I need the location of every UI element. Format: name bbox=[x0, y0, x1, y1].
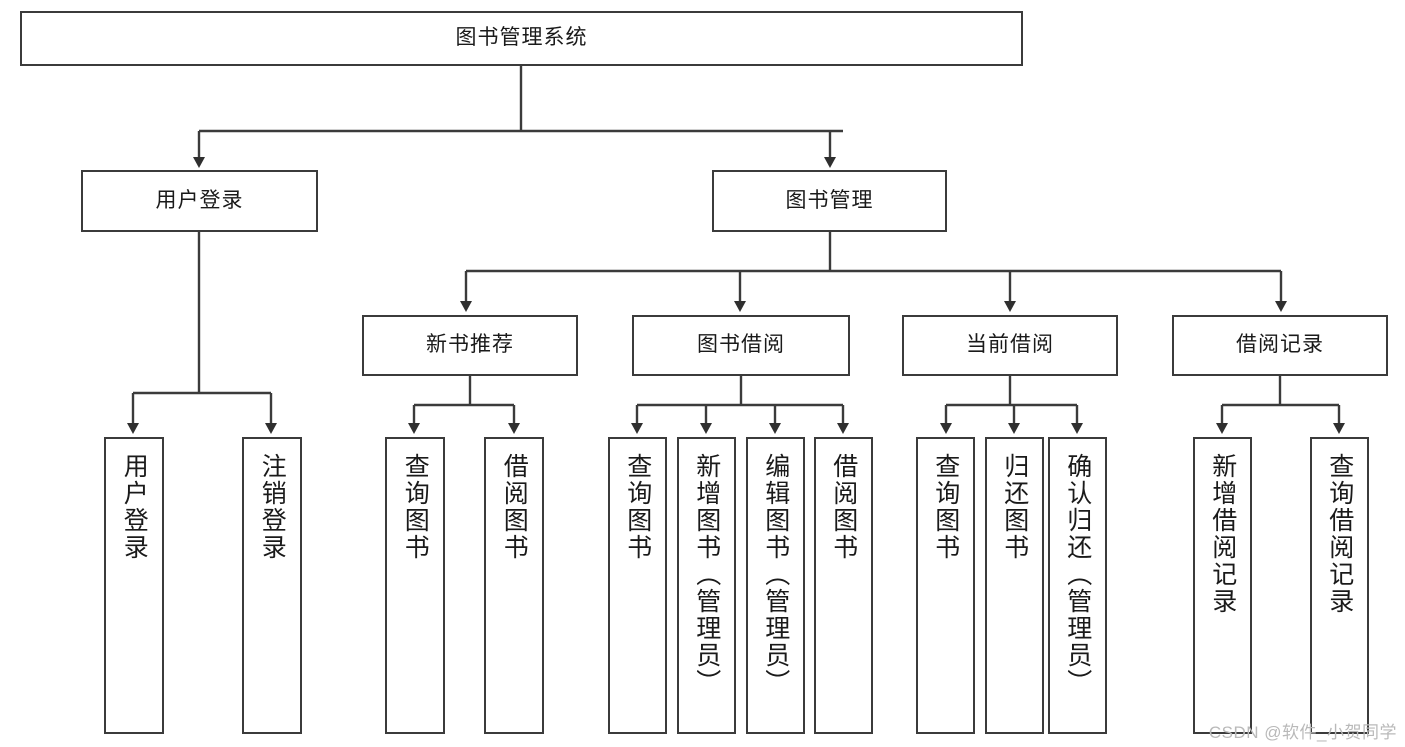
node-label: 用户登录 bbox=[120, 453, 149, 561]
leaf-new-book-borrow-book[interactable]: 借阅图书 bbox=[484, 437, 544, 734]
leaf-book-borrow-query-book[interactable]: 查询图书 bbox=[608, 437, 667, 734]
node-label: 查询图书 bbox=[401, 453, 430, 561]
leaf-book-borrow-add-book-admin[interactable]: 新增图书（管理员） bbox=[677, 437, 736, 734]
node-label: 编辑图书（管理员） bbox=[761, 453, 790, 696]
leaf-user-login-login[interactable]: 用户登录 bbox=[104, 437, 164, 734]
node-label: 注销登录 bbox=[258, 453, 287, 561]
node-new-book-recommend[interactable]: 新书推荐 bbox=[362, 315, 578, 376]
leaf-new-book-query-book[interactable]: 查询图书 bbox=[385, 437, 445, 734]
node-label: 查询图书 bbox=[931, 453, 960, 561]
node-book-management[interactable]: 图书管理 bbox=[712, 170, 947, 232]
node-label: 借阅图书 bbox=[500, 453, 529, 561]
node-borrow-records[interactable]: 借阅记录 bbox=[1172, 315, 1388, 376]
node-label: 当前借阅 bbox=[966, 333, 1054, 357]
node-label: 图书管理系统 bbox=[455, 26, 588, 50]
csdn-watermark: CSDN @软件_小贺同学 bbox=[1208, 723, 1397, 742]
leaf-book-borrow-edit-book-admin[interactable]: 编辑图书（管理员） bbox=[746, 437, 805, 734]
leaf-current-borrow-confirm-return-admin[interactable]: 确认归还（管理员） bbox=[1048, 437, 1107, 734]
node-label: 新增借阅记录 bbox=[1208, 453, 1237, 615]
leaf-borrow-records-add-record[interactable]: 新增借阅记录 bbox=[1193, 437, 1252, 734]
node-book-borrow[interactable]: 图书借阅 bbox=[632, 315, 850, 376]
leaf-current-borrow-return-book[interactable]: 归还图书 bbox=[985, 437, 1044, 734]
node-label: 新书推荐 bbox=[426, 333, 514, 357]
node-label: 图书借阅 bbox=[697, 333, 785, 357]
node-label: 归还图书 bbox=[1000, 453, 1029, 561]
node-label: 新增图书（管理员） bbox=[692, 453, 721, 696]
leaf-user-login-logout[interactable]: 注销登录 bbox=[242, 437, 302, 734]
node-current-borrow[interactable]: 当前借阅 bbox=[902, 315, 1118, 376]
node-label: 查询图书 bbox=[623, 453, 652, 561]
node-label: 确认归还（管理员） bbox=[1063, 453, 1092, 696]
node-user-login[interactable]: 用户登录 bbox=[81, 170, 318, 232]
node-label: 借阅图书 bbox=[829, 453, 858, 561]
leaf-borrow-records-query-record[interactable]: 查询借阅记录 bbox=[1310, 437, 1369, 734]
node-label: 查询借阅记录 bbox=[1325, 453, 1354, 615]
leaf-current-borrow-query-book[interactable]: 查询图书 bbox=[916, 437, 975, 734]
node-label: 用户登录 bbox=[155, 188, 244, 212]
node-label: 借阅记录 bbox=[1236, 333, 1324, 357]
node-label: 图书管理 bbox=[785, 188, 874, 212]
leaf-book-borrow-borrow-book[interactable]: 借阅图书 bbox=[814, 437, 873, 734]
node-root-book-management-system[interactable]: 图书管理系统 bbox=[20, 11, 1023, 66]
